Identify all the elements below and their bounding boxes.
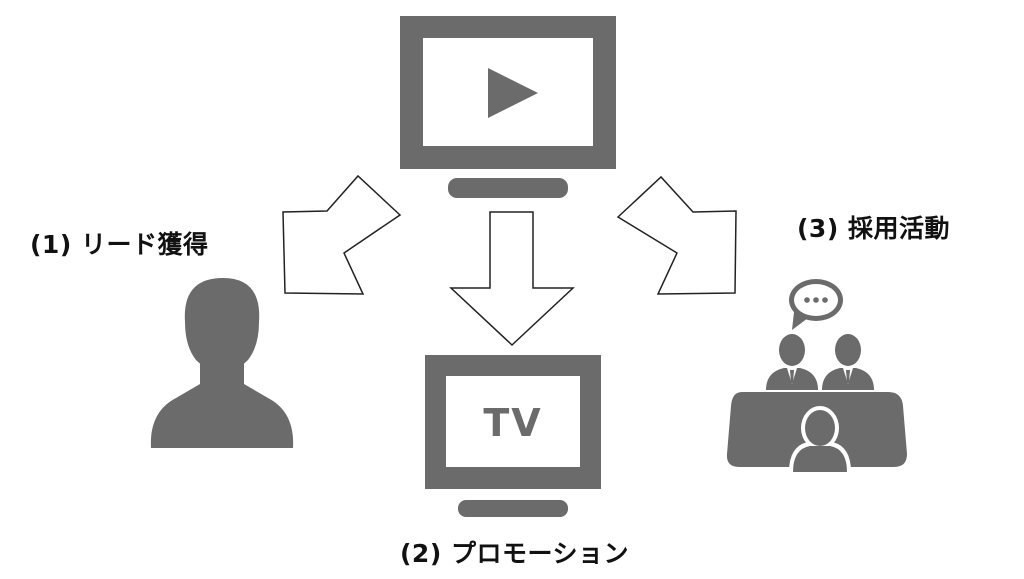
tv-screen bbox=[446, 376, 580, 467]
person-silhouette-icon bbox=[150, 278, 294, 448]
interviewer-right-icon bbox=[822, 334, 874, 390]
branch-label-promotion: (2) プロモーション bbox=[400, 539, 629, 568]
arrow-to-lead bbox=[282, 174, 402, 295]
video-monitor-play-icon bbox=[400, 16, 616, 198]
arrow-to-promotion bbox=[449, 211, 575, 347]
speech-bubble-icon bbox=[789, 279, 843, 330]
branch-label-recruiting: (3) 採用活動 bbox=[797, 214, 950, 243]
candidate-icon bbox=[789, 406, 851, 472]
interviewer-left-icon bbox=[766, 334, 818, 390]
tv-monitor-icon: TV bbox=[425, 355, 601, 517]
arrow-to-recruiting bbox=[616, 175, 737, 295]
interview-meeting-icon bbox=[726, 279, 907, 472]
branch-label-lead-generation: (1) リード獲得 bbox=[30, 230, 209, 259]
video-monitor-stand bbox=[448, 178, 568, 198]
play-icon bbox=[488, 68, 538, 118]
tv-stand bbox=[458, 500, 568, 517]
tv-screen-text: TV bbox=[483, 401, 542, 445]
